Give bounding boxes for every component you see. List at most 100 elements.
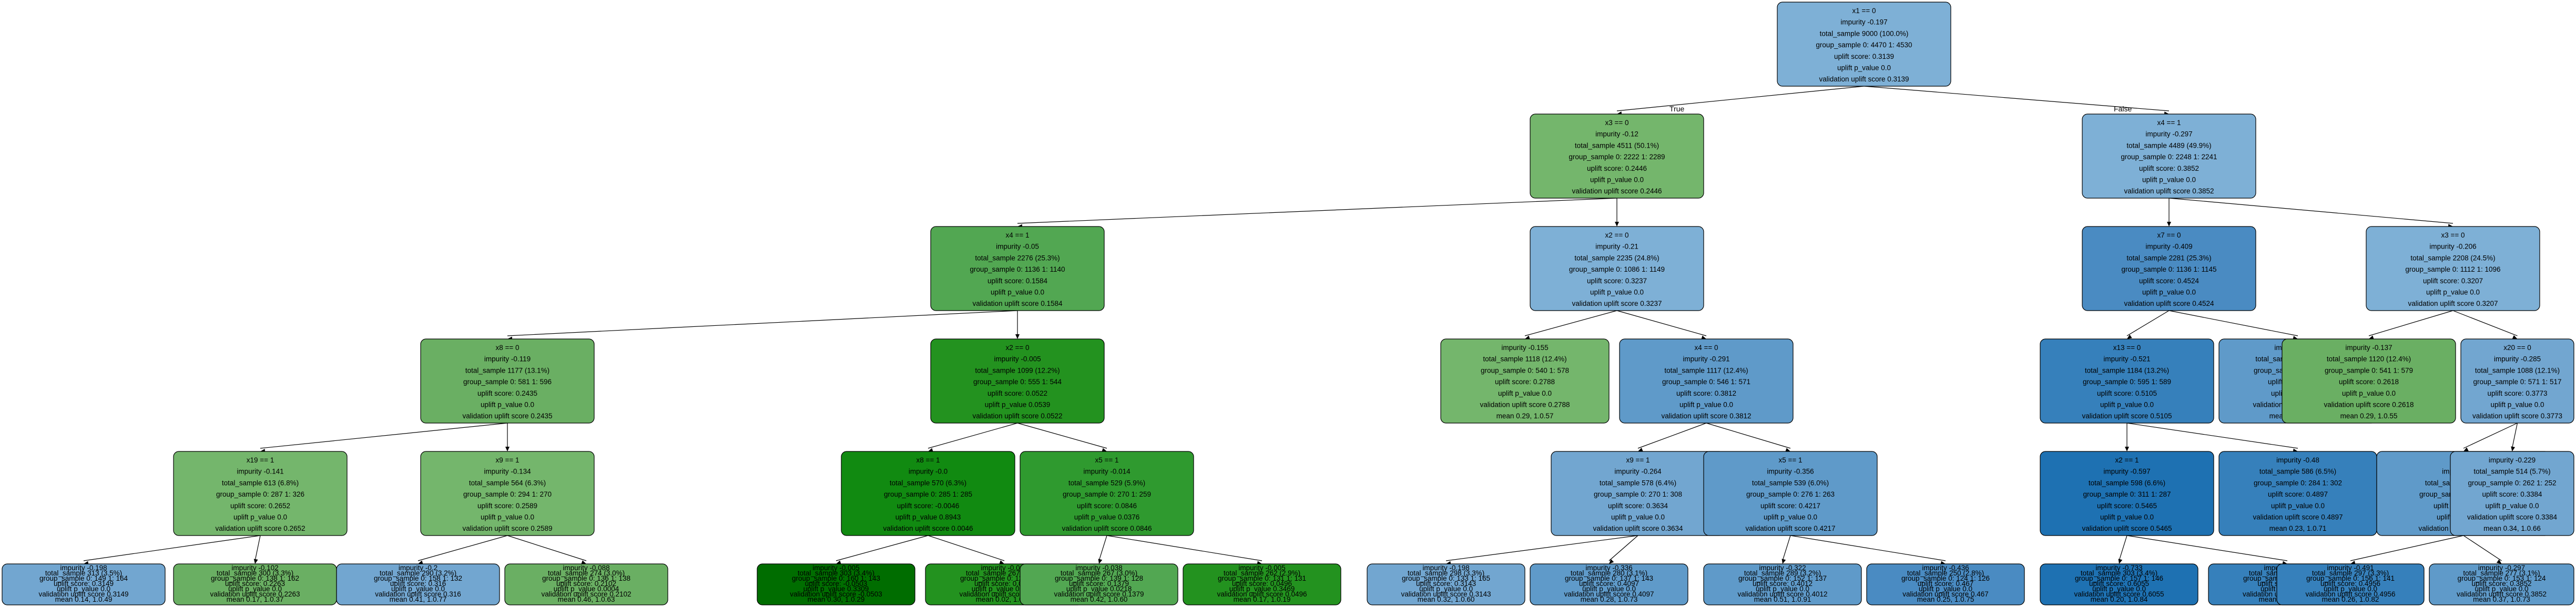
tree-node-line: mean 0.17, 1.0.37 [227, 595, 284, 603]
tree-node-line: uplift score: 0.3812 [1676, 389, 1736, 397]
tree-edge [1524, 310, 1617, 336]
tree-node-line: uplift score: 0.0522 [987, 389, 1047, 397]
tree-node-line: validation uplift score 0.3149 [38, 590, 128, 598]
tree-node-line: x5 == 1 [1095, 456, 1118, 464]
tree-edge [1106, 535, 1262, 561]
tree-node-line: group_sample 0: 2248 1: 2241 [2121, 153, 2217, 161]
tree-node-line: validation uplift score 0.4524 [2124, 300, 2214, 307]
tree-node-box [2, 563, 166, 605]
tree-node-line: total_sample 1120 (12.4%) [2327, 355, 2411, 363]
tree-node-line: group_sample 0: 270 1: 308 [1594, 490, 1682, 498]
tree-node-box [1777, 2, 1951, 87]
tree-node-line: total_sample 1099 (12.2%) [975, 366, 1060, 374]
tree-edge [2368, 310, 2453, 336]
tree-edge [1017, 198, 1617, 224]
tree-node-line: validation uplift score 0.3143 [1401, 590, 1491, 598]
tree-node-line: impurity -0.119 [484, 355, 531, 363]
tree-node-line: group_sample 0: 285 1: 285 [884, 490, 972, 498]
tree-node-line: uplift score: 0.2652 [230, 502, 290, 510]
tree-node-box [930, 338, 1105, 424]
tree-node-line: impurity -0.322 [1759, 564, 1806, 572]
tree-node-line: mean 0.14, 1.0.49 [55, 595, 113, 603]
tree-node-line: x8 == 0 [495, 344, 519, 352]
tree-node-line: impurity -0.297 [2145, 130, 2192, 138]
tree-node-line: impurity -0.264 [1614, 468, 1662, 476]
tree-node-line: impurity -0.0 [909, 468, 948, 476]
edge-arrowhead [1785, 448, 1790, 452]
tree-node-line: uplift score: 0.3852 [2471, 580, 2531, 588]
tree-node-box [2040, 563, 2198, 605]
tree-edge [2168, 310, 2298, 336]
tree-node-line: validation uplift score 0.6055 [2074, 590, 2164, 598]
edge-arrowhead [836, 560, 841, 565]
tree-node-line: uplift p_value 0.0376 [1074, 513, 1140, 521]
tree-node-box [2460, 338, 2574, 424]
tree-edge [83, 535, 261, 561]
tree-edge [1445, 535, 1638, 561]
tree-node-line: impurity -0.21 [1595, 243, 1638, 251]
edge-arrowhead [581, 560, 586, 564]
tree-node-line: mean 0.25, 1.0.75 [1917, 595, 1974, 603]
tree-node-line: mean 0.32, 1.0.60 [1418, 595, 1475, 603]
tree-node-line: validation uplift score 0.4097 [1564, 590, 1654, 598]
tree-node-line: uplift score: 0.2446 [1587, 164, 1647, 172]
tree-node-line: total_sample 2208 (24.5%) [2410, 254, 2495, 262]
tree-node-line: total_sample 598 (6.6%) [2089, 479, 2165, 487]
tree-node-box [1619, 338, 1794, 424]
tree-node-box [2276, 563, 2425, 605]
tree-node-box [1530, 563, 1688, 605]
tree-edge [2119, 535, 2127, 561]
tree-node-line: uplift score: 0.3773 [2487, 389, 2547, 397]
tree-node-line: uplift score: 0.2618 [2339, 378, 2399, 386]
tree-node-line: mean 0.29, 1.0.57 [1496, 412, 1554, 420]
tree-edge [1616, 310, 1707, 336]
tree-node-line: uplift p_value 0.0 [233, 513, 287, 521]
tree-node-line: total_sample 298 (3.3%) [1408, 569, 1484, 577]
edge-arrowhead [2496, 559, 2502, 564]
tree-node-line: uplift score: 0.1584 [987, 277, 1048, 285]
tree-node-line: total_sample 2235 (24.8%) [1574, 254, 1659, 262]
tree-node-line: x3 == 0 [1605, 119, 1628, 127]
tree-node-line: validation uplift score 0.0496 [1217, 590, 1307, 598]
tree-node-line: group_sample 0: 540 1: 578 [1481, 366, 1569, 374]
tree-node-line: total_sample 539 (6.0%) [1752, 479, 1829, 487]
tree-node-line: x8 == 1 [916, 456, 940, 464]
tree-node-line: validation uplift score 0.3139 [1819, 75, 1909, 83]
tree-edge [2463, 535, 2502, 561]
tree-node-line: mean 0.42, 1.0.60 [1071, 595, 1128, 603]
tree-node-line: impurity -0.088 [563, 564, 609, 572]
tree-node-box [841, 451, 1015, 536]
tree-node-line: impurity -0.137 [2345, 344, 2392, 352]
tree-edge [2511, 423, 2518, 449]
tree-node-line: mean 0.23, 1.0.71 [2269, 524, 2327, 532]
tree-node-line: x3 == 0 [2441, 231, 2465, 239]
tree-node-line: total_sample 570 (6.3%) [890, 479, 966, 487]
tree-node-line: uplift p_value 0.0 [1419, 585, 1473, 593]
tree-node-line: group_sample 0: 276 1: 263 [1746, 490, 1835, 498]
tree-node-line: uplift score: 0.4524 [2139, 277, 2200, 285]
tree-node-line: validation uplift score 0.1379 [1054, 590, 1144, 598]
tree-node-line: group_sample 0: 541 1: 579 [2325, 366, 2413, 374]
tree-edge [2126, 423, 2298, 449]
tree-node-line: total_sample 9000 (100.0%) [1820, 29, 1909, 37]
tree-node-line: x2 == 1 [2115, 456, 2139, 464]
tree-node-line: group_sample 0: 157 1: 146 [2075, 574, 2163, 582]
tree-edge [2126, 535, 2288, 561]
tree-node-line: validation uplift score 0.2446 [1572, 187, 1662, 195]
tree-node-line: uplift score: 0.3143 [1416, 580, 1476, 588]
tree-edge [2452, 310, 2518, 336]
tree-node-line: x9 == 1 [1626, 456, 1650, 464]
tree-node-box [1866, 563, 2025, 605]
tree-node-line: total_sample 2281 (25.3%) [2126, 254, 2211, 262]
tree-node-line: uplift score: 0.467 [1918, 580, 1974, 588]
tree-node-line: validation uplift score 0.3237 [1572, 300, 1662, 307]
tree-node-line: total_sample 564 (6.3%) [469, 479, 546, 487]
